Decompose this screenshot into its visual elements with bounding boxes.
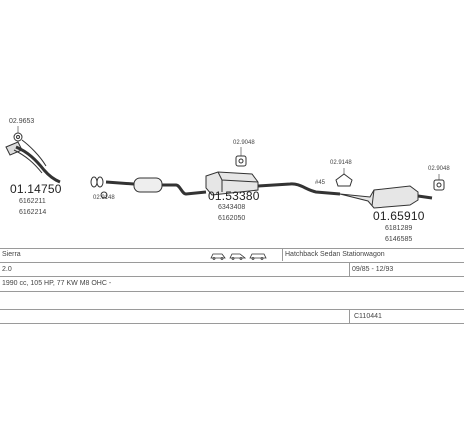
clamp-part — [90, 176, 108, 199]
intermediate-pipe-part — [105, 177, 207, 196]
part-ref-6162214: 6162214 — [19, 209, 47, 216]
body-types: Hatchback Sedan Stationwagon — [285, 251, 385, 258]
engine-details: 1990 cc, 105 HP, 77 KW M8 OHC - — [2, 280, 112, 287]
part-code-02-9048: 02.9048 — [233, 140, 255, 146]
part-code-45: #45 — [315, 180, 326, 186]
part-ref-6146585: 6146585 — [385, 236, 413, 243]
part-code-02-9148-right: 02.9148 — [330, 160, 352, 166]
connector-part — [335, 173, 353, 187]
part-code-02-9148: 02.9148 — [93, 195, 115, 201]
front-pipe-part — [5, 139, 61, 184]
part-code-01-53380: 01.53380 — [208, 189, 260, 203]
production-years: 09/85 - 12/93 — [352, 266, 394, 273]
vehicle-info-table: Sierra Hatchback Sedan Stationwagon 2.0 … — [0, 247, 464, 327]
row-divider — [0, 291, 464, 292]
part-ref-6181289: 6181289 — [385, 225, 413, 232]
part-code-01-14750: 01.14750 — [10, 182, 62, 196]
exhaust-system-diagram: 02.9653 01.14750 6162211 6162214 02.9148… — [5, 118, 450, 243]
rear-hanger-part — [433, 179, 445, 191]
rear-pipe-part — [257, 182, 341, 196]
column-divider — [282, 248, 283, 261]
row-divider — [0, 276, 464, 277]
vehicle-model: Sierra — [2, 251, 21, 258]
gasket-part — [13, 132, 23, 142]
row-divider — [0, 309, 464, 310]
engine-size: 2.0 — [2, 266, 12, 273]
body-type-icons — [210, 253, 267, 260]
part-ref-6162211: 6162211 — [19, 198, 46, 205]
part-code-01-65910: 01.65910 — [373, 209, 425, 223]
hanger-part — [235, 155, 247, 167]
part-code-02-9048-rear: 02.9048 — [428, 166, 450, 172]
part-ref-6162050: 6162050 — [218, 215, 246, 222]
part-ref-6343408: 6343408 — [218, 204, 246, 211]
column-divider — [349, 262, 350, 276]
exhaust-drawing — [5, 126, 445, 209]
catalog-code: C110441 — [354, 313, 382, 320]
column-divider — [349, 309, 350, 323]
rear-silencer-part — [339, 185, 433, 209]
row-divider — [0, 262, 464, 263]
part-code-02-9653: 02.9653 — [9, 118, 35, 125]
row-divider — [0, 248, 464, 249]
row-divider — [0, 323, 464, 324]
